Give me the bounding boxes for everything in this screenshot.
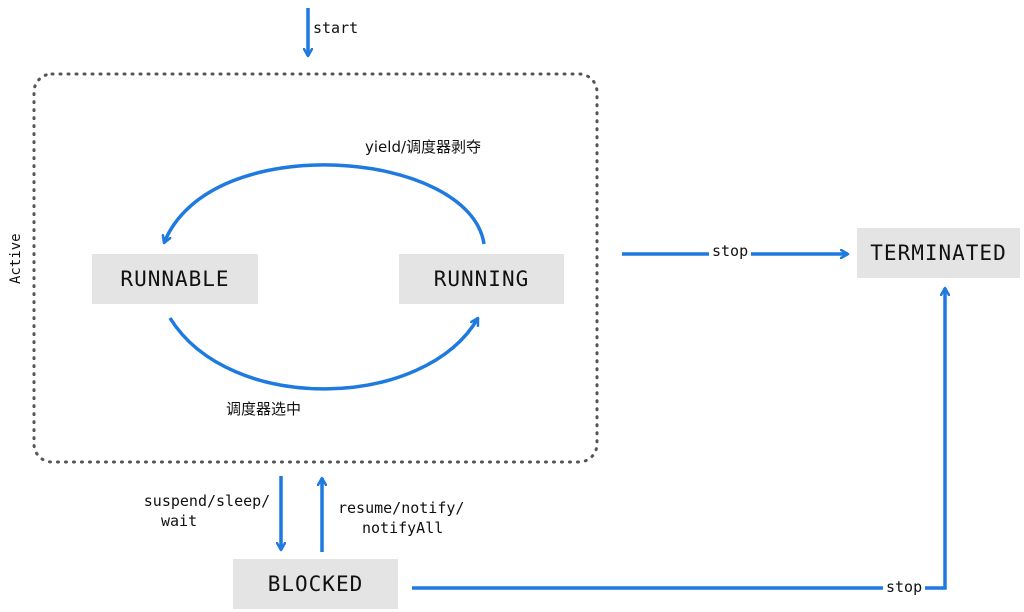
suspend-label-line1: suspend/sleep/ — [143, 492, 271, 510]
schedule-arrow — [168, 318, 480, 391]
schedule-label: 调度器选中 — [226, 400, 302, 418]
stop-label-blocked: stop — [883, 577, 926, 597]
yield-arrow — [164, 163, 486, 245]
active-region-label: Active — [8, 233, 24, 284]
state-runnable: RUNNABLE — [92, 254, 258, 304]
start-label: start — [313, 19, 359, 37]
suspend-label: suspend/sleep/ wait — [137, 491, 277, 531]
state-blocked: BLOCKED — [233, 559, 398, 609]
active-region-border — [32, 72, 599, 464]
resume-label-line2: notifyAll — [362, 519, 444, 537]
suspend-label-line2: wait — [161, 512, 198, 530]
resume-label: resume/notify/ notifyAll — [338, 498, 478, 538]
stop-arrow-blocked — [412, 288, 945, 590]
state-running: RUNNING — [399, 254, 564, 304]
resume-label-line1: resume/notify/ — [338, 499, 465, 517]
stop-label-active: stop — [709, 241, 752, 261]
state-terminated: TERMINATED — [857, 228, 1020, 278]
yield-label: yield/调度器剥夺 — [365, 138, 482, 156]
